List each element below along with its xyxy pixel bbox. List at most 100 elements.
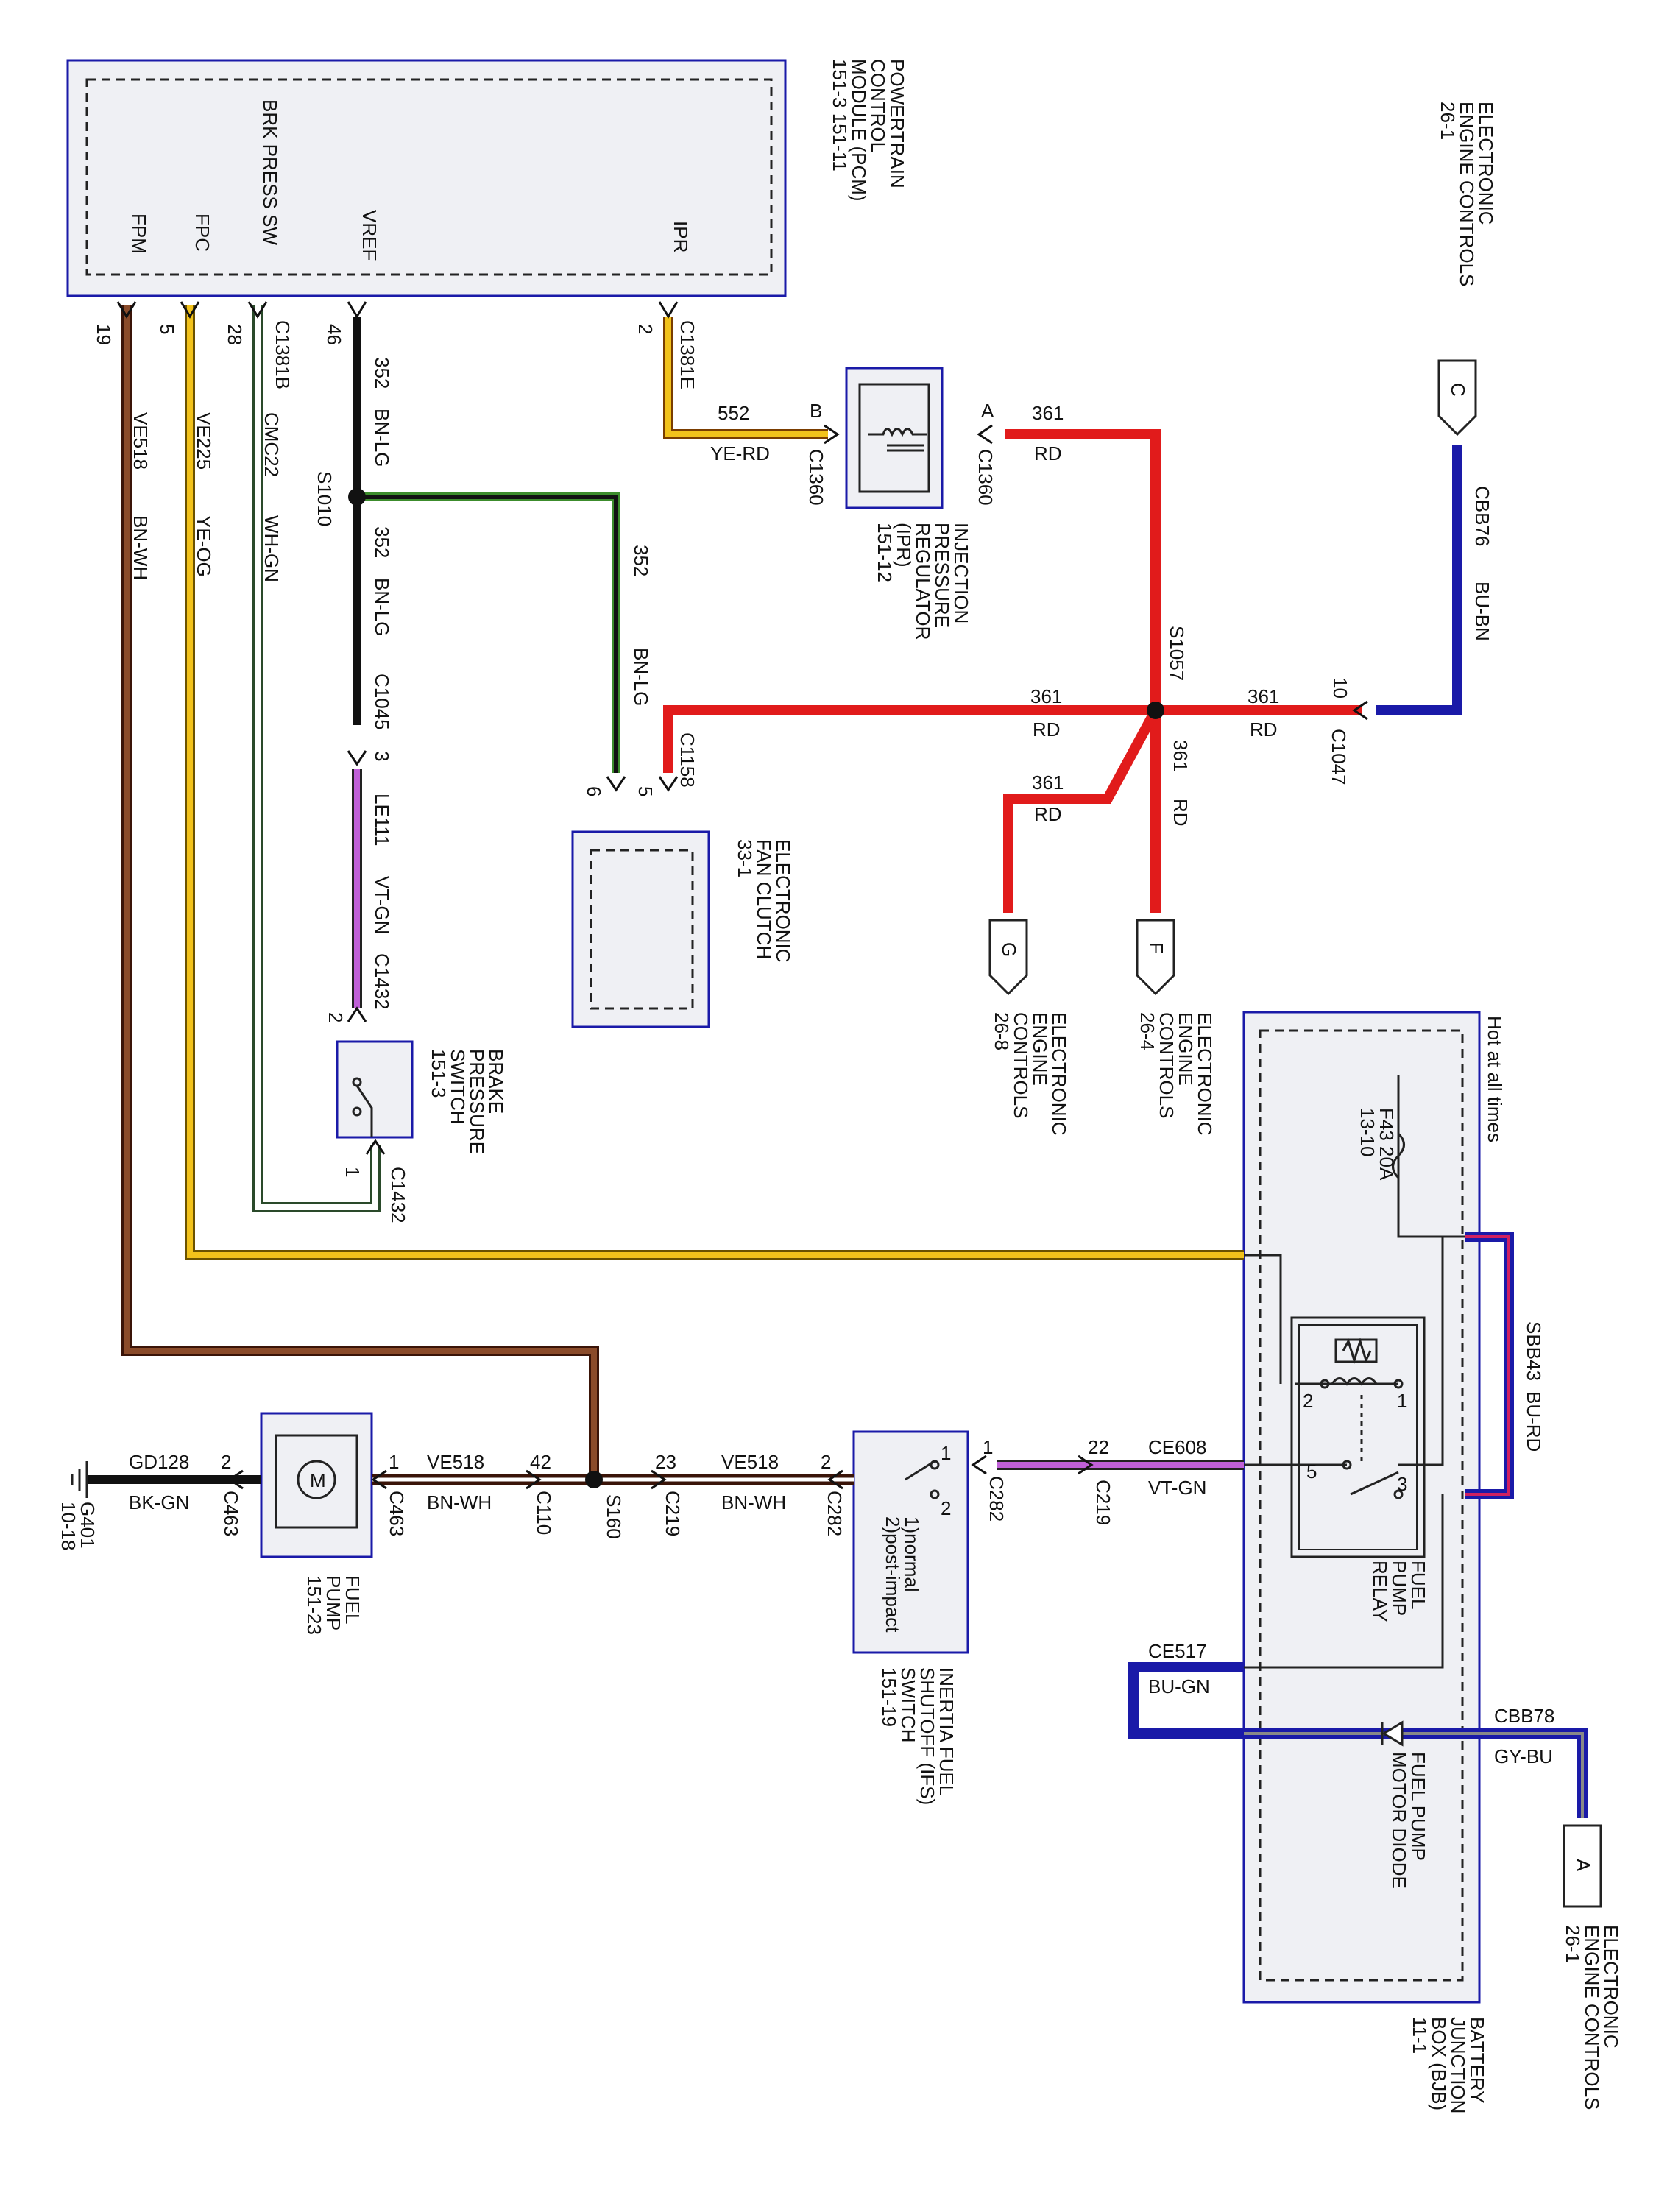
- wire-361-network: [663, 429, 1362, 913]
- wire-color-361d: RD: [1034, 803, 1062, 825]
- conn-c219-right: C219: [1092, 1480, 1114, 1525]
- ipr-inner-box: [858, 383, 930, 493]
- svg-text:BOX (BJB): BOX (BJB): [1428, 2017, 1450, 2110]
- pin-fp-1: 1: [389, 1451, 399, 1473]
- pin-ifs-1: 1: [941, 1442, 951, 1464]
- wire-cbb76: [1376, 445, 1462, 715]
- wire-color-ve518b: BN-WH: [721, 1491, 786, 1513]
- wire-ve518-fpm: [121, 305, 599, 1480]
- svg-text:FAN CLUTCH: FAN CLUTCH: [753, 839, 775, 959]
- wire-color-ve518c: BN-WH: [427, 1491, 492, 1513]
- bjb-dashed-box: [1259, 1029, 1464, 1982]
- ipr-solenoid-icon: [868, 428, 927, 452]
- pin-c282-2: 2: [821, 1451, 831, 1473]
- wire-color-352c: BN-LG: [630, 648, 652, 706]
- wire-label-ve518c: VE518: [427, 1451, 484, 1473]
- fuel-pump-box: [260, 1412, 373, 1558]
- wire-label-cbb78: CBB78: [1494, 1705, 1554, 1727]
- svg-text:ENGINE CONTROLS: ENGINE CONTROLS: [1456, 102, 1478, 286]
- svg-text:ELECTRONIC: ELECTRONIC: [1048, 1012, 1070, 1136]
- splice-s1010-label: S1010: [314, 471, 336, 526]
- conn-c282-right: C282: [986, 1476, 1008, 1522]
- svg-text:PRESSURE: PRESSURE: [466, 1049, 488, 1154]
- wire-label-361d: 361: [1032, 771, 1064, 794]
- svg-text:JUNCTION: JUNCTION: [1447, 2017, 1469, 2113]
- pin-relay-5: 5: [1306, 1460, 1317, 1483]
- wire-color-cbb76: BU-BN: [1471, 582, 1493, 641]
- pin-fan-5: 5: [634, 786, 657, 796]
- wire-color-361b: RD: [1033, 718, 1061, 741]
- eec-a-label: ELECTRONIC ENGINE CONTROLS 26-1: [1562, 1925, 1622, 2110]
- svg-text:SWITCH: SWITCH: [897, 1667, 919, 1743]
- fan-clutch-dashed-box: [590, 849, 694, 1010]
- svg-text:REGULATOR: REGULATOR: [912, 523, 934, 640]
- wire-color-361a: RD: [1034, 442, 1062, 464]
- svg-text:INJECTION: INJECTION: [950, 523, 972, 623]
- ifs-switch-icon: [905, 1460, 940, 1499]
- pin-relay-1: 1: [1397, 1390, 1407, 1412]
- svg-text:26-8: 26-8: [991, 1012, 1013, 1050]
- wire-color-352b: BN-LG: [371, 578, 393, 636]
- pin-5: 5: [156, 324, 178, 334]
- splice-s1057-label: S1057: [1166, 626, 1188, 681]
- ifs-states: 1)normal 2)post-impact: [882, 1516, 923, 1633]
- pin-ifs-2: 2: [941, 1497, 951, 1519]
- connector-tag-c: [1437, 359, 1477, 437]
- conn-c1360-b: C1360: [805, 449, 827, 506]
- wire-label-ve518: VE518: [130, 412, 152, 470]
- bjb-box: [1242, 1011, 1481, 2004]
- pin-2: 2: [634, 324, 657, 334]
- splice-s1057: [1147, 702, 1164, 719]
- svg-text:BRAKE: BRAKE: [485, 1049, 507, 1114]
- connector-tag-a-letter: A: [1572, 1859, 1594, 1872]
- brake-switch-icon: [352, 1077, 373, 1137]
- wire-label-ve518b: VE518: [721, 1451, 779, 1473]
- connector-tag-c-letter: C: [1447, 383, 1469, 397]
- svg-text:ENGINE: ENGINE: [1029, 1012, 1051, 1086]
- wire-sbb43: [1465, 1232, 1514, 1499]
- pin-19: 19: [93, 324, 115, 345]
- svg-text:PUMP: PUMP: [322, 1575, 344, 1630]
- conn-c110: C110: [533, 1491, 555, 1535]
- fuel-pump-motor-letter: M: [310, 1469, 326, 1491]
- svg-text:ELECTRONIC: ELECTRONIC: [1600, 1925, 1622, 2049]
- wire-color-361c: RD: [1250, 718, 1278, 741]
- fuse-label: F43 20A 13-10: [1356, 1108, 1398, 1181]
- diode-icon: [1381, 1720, 1404, 1747]
- svg-text:33-1: 33-1: [734, 839, 756, 877]
- svg-text:151-12: 151-12: [874, 523, 896, 582]
- conn-c1047: C1047: [1328, 729, 1350, 785]
- pin-relay-2: 2: [1303, 1390, 1313, 1412]
- svg-text:ELECTRONIC: ELECTRONIC: [1475, 102, 1497, 225]
- svg-text:ELECTRONIC: ELECTRONIC: [772, 839, 794, 963]
- svg-text:151-23: 151-23: [303, 1575, 325, 1635]
- wire-ve225-fpc: [185, 305, 1244, 1260]
- pcm-dashed-box: [85, 78, 773, 276]
- wire-color-ce517: BU-GN: [1148, 1675, 1210, 1697]
- eec-top-label: ELECTRONIC ENGINE CONTROLS 26-1: [1437, 102, 1497, 286]
- wire-color-352a: BN-LG: [371, 409, 393, 467]
- wire-label-552: 552: [718, 402, 749, 424]
- svg-text:26-4: 26-4: [1136, 1012, 1158, 1050]
- pin-c1047-10: 10: [1329, 677, 1351, 699]
- svg-text:CONTROL: CONTROL: [867, 59, 889, 152]
- pcm-pin-brk: BRK PRESS SW: [259, 99, 281, 245]
- wire-label-cmc22: CMC22: [261, 412, 283, 477]
- wire-label-ce608: CE608: [1148, 1436, 1207, 1458]
- ifs-box: [852, 1430, 969, 1654]
- eec-g-label: ELECTRONIC ENGINE CONTROLS 26-8: [991, 1012, 1070, 1136]
- conn-c1381b: C1381B: [272, 320, 294, 389]
- pcm-pin-fpm: FPM: [128, 213, 150, 254]
- pin-c1045-3: 3: [371, 751, 393, 761]
- pcm-pin-ipr: IPR: [670, 221, 692, 252]
- wire-label-352c: 352: [630, 545, 652, 576]
- svg-text:151-3 151-11: 151-3 151-11: [829, 59, 851, 172]
- wire-color-le111: VT-GN: [371, 876, 393, 934]
- brake-switch-box: [336, 1040, 414, 1139]
- connector-tag-f: [1136, 919, 1175, 996]
- wire-label-361-vert: 361: [1170, 740, 1192, 771]
- brake-switch-label: BRAKE PRESSURE SWITCH 151-3: [428, 1049, 507, 1154]
- relay-inner-box: [1298, 1324, 1418, 1550]
- pin-relay-3: 3: [1397, 1473, 1407, 1495]
- svg-text:INERTIA FUEL: INERTIA FUEL: [935, 1667, 958, 1795]
